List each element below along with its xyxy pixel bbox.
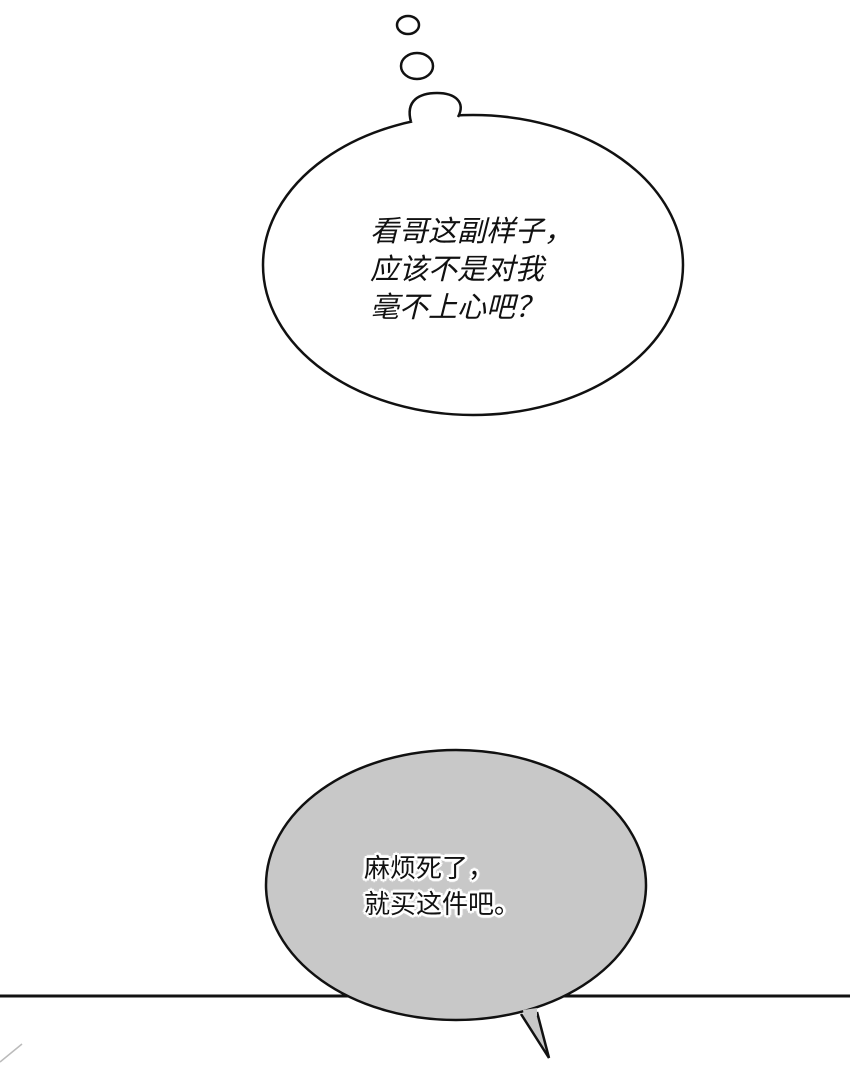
thought-trail-medium-icon	[399, 51, 435, 81]
sketch-stroke	[0, 1043, 23, 1063]
speech-line-1: 麻烦死了，	[364, 854, 495, 884]
speech-bubble-shape	[264, 748, 648, 1059]
thought-bubble-shape	[261, 91, 685, 417]
thought-bubble-text: 看哥这副样子， 应该不是对我 毫不上心吧？	[370, 212, 573, 326]
thought-line-3: 毫不上心吧？	[370, 290, 545, 324]
speech-bubble-text: 麻烦死了， 就买这件吧。	[364, 852, 520, 924]
thought-line-1: 看哥这副样子，	[370, 214, 574, 248]
thought-line-2: 应该不是对我	[370, 252, 545, 286]
thought-trail-small-icon	[395, 14, 421, 36]
speech-line-2: 就买这件吧。	[364, 890, 521, 920]
